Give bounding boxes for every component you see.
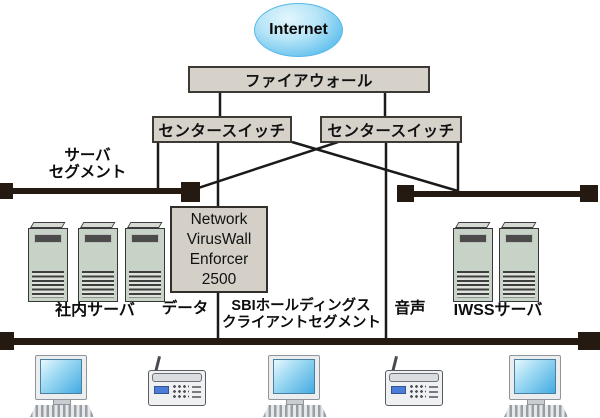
desktop-pc-icon [504, 355, 568, 417]
desktop-pc-icon [263, 355, 327, 417]
server-segment-label: サーバ セグメント [40, 147, 135, 181]
iwss-servers-label: IWSSサーバ [453, 302, 543, 319]
client-bus-left-cap [0, 332, 14, 350]
internet-node: Internet [254, 3, 343, 57]
fax-phone-icon [384, 355, 446, 407]
server-segment-line2: セグメント [48, 164, 127, 181]
internal-servers-label: 社内サーバ [55, 302, 135, 319]
server-tower-icon [453, 222, 493, 302]
server-bus-left-bar [0, 188, 196, 194]
data-label: データ [161, 300, 209, 317]
server-tower-icon [499, 222, 539, 302]
center-switch-right-node: センタースイッチ [320, 116, 462, 143]
center-switch-left-node: センタースイッチ [152, 116, 292, 143]
server-bus-right-cap1 [397, 185, 414, 202]
internet-label: Internet [269, 21, 328, 38]
server-tower-icon [125, 222, 165, 302]
server-bus-left-cap1 [0, 183, 13, 199]
firewall-label: ファイアウォール [244, 72, 373, 90]
server-tower-icon [28, 222, 68, 302]
viruswall-label-line4: 2500 [201, 270, 237, 288]
center-switch-right-label: センタースイッチ [327, 122, 455, 140]
server-bus-left-cap2 [181, 182, 200, 202]
client-segment-label: SBIホールディングス クライアントセグメント [222, 298, 381, 332]
viruswall-label-line3: Enforcer [189, 250, 249, 268]
wire-cross-right-to-left [194, 140, 339, 191]
desktop-pc-icon [30, 355, 94, 417]
wire-cross-left-to-right [291, 140, 459, 193]
voice-label: 音声 [394, 300, 426, 317]
viruswall-label-line1: Network [190, 210, 248, 228]
server-tower-icon [78, 222, 118, 302]
firewall-node: ファイアウォール [188, 66, 430, 93]
server-bus-right-bar [399, 191, 589, 197]
client-segment-line2: クライアントセグメント [222, 315, 381, 331]
client-bus-right-cap [578, 332, 600, 350]
server-segment-line1: サーバ [64, 147, 111, 164]
server-bus-right-cap2 [580, 185, 598, 202]
viruswall-node: Network VirusWall Enforcer 2500 [170, 206, 268, 293]
viruswall-label-line2: VirusWall [186, 230, 252, 248]
client-segment-line1: SBIホールディングス [231, 298, 371, 314]
client-bus-bar [0, 338, 600, 345]
fax-phone-icon [147, 355, 209, 407]
center-switch-left-label: センタースイッチ [158, 122, 286, 140]
